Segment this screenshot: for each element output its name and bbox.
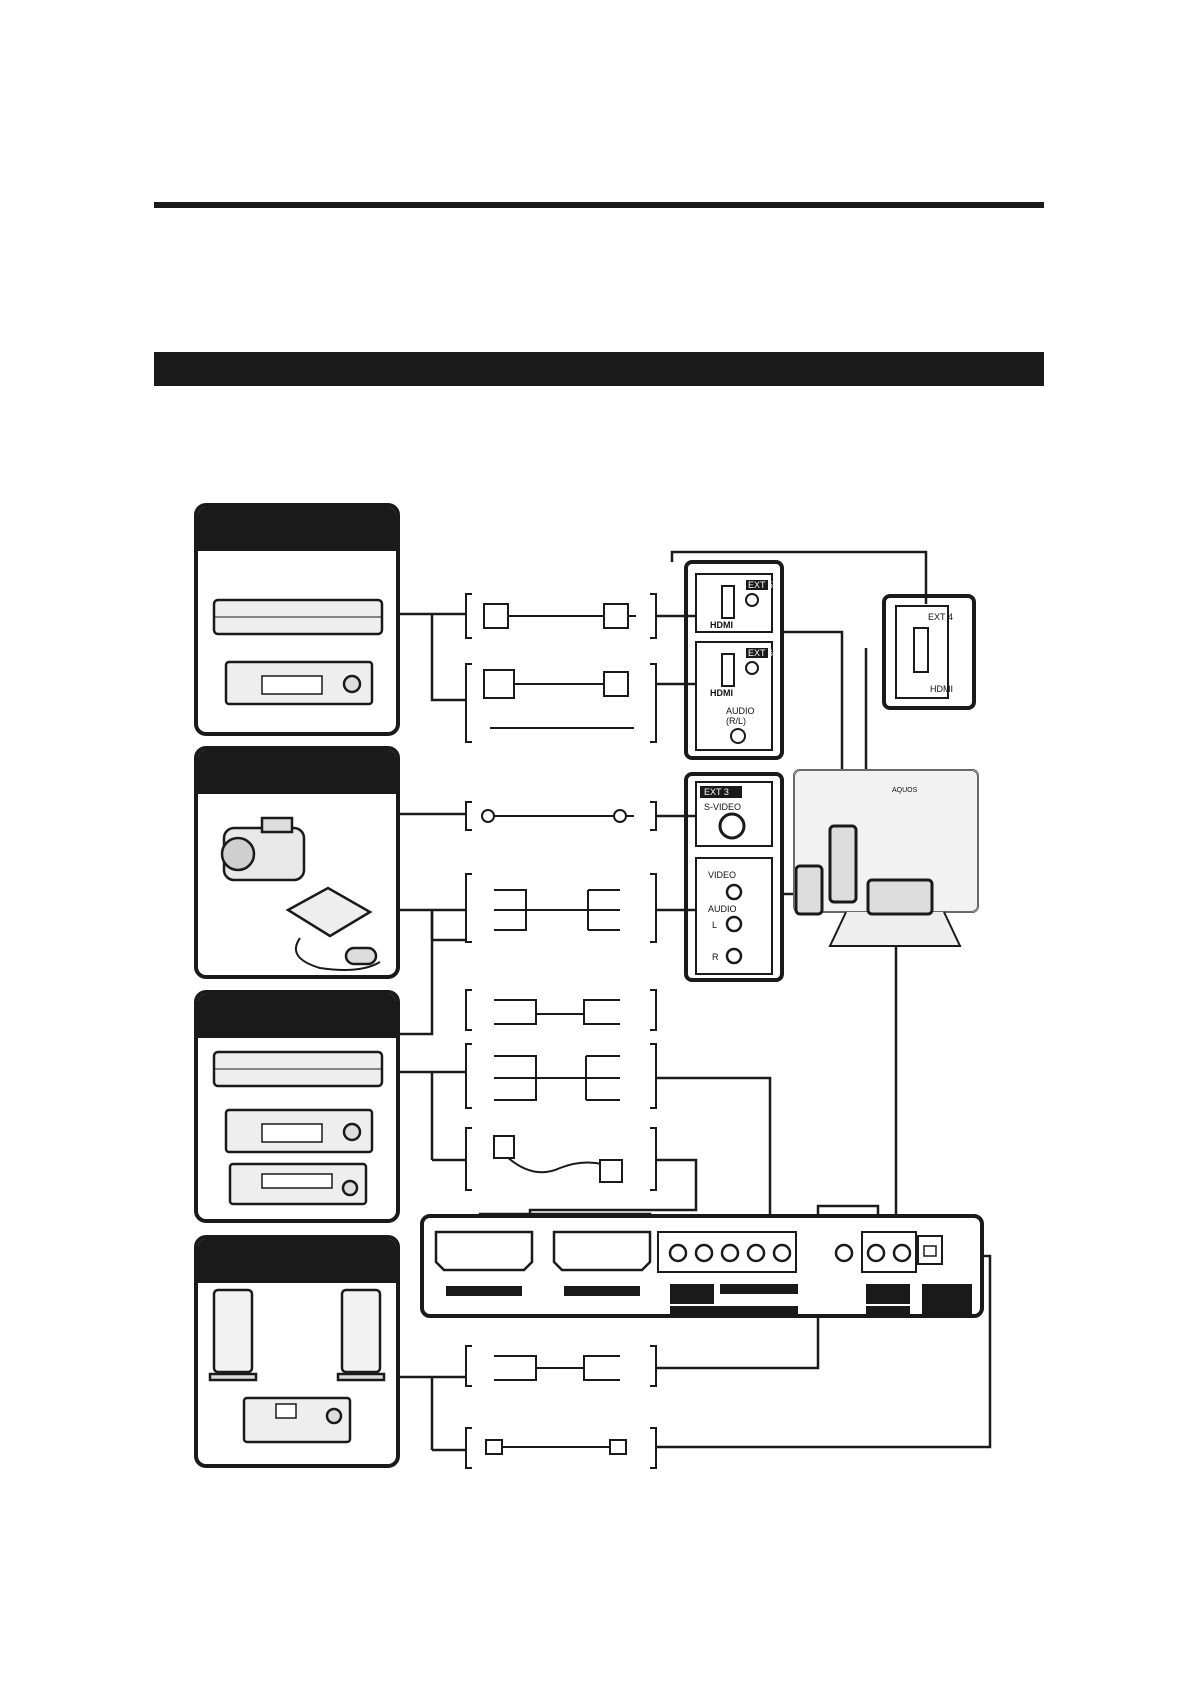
section-heading-band: [154, 352, 1044, 386]
video-label: VIDEO: [708, 870, 737, 880]
hdmi-ext4-logo: HDMI: [930, 684, 953, 694]
av-devices-box: [194, 990, 400, 1223]
vcr-icon: [228, 1162, 368, 1206]
dvd-recorder-2-icon: [212, 1050, 384, 1088]
hdmi-logo-1: HDMI: [710, 620, 733, 630]
audio-r-label: R: [712, 952, 719, 962]
dvd-player-icon: [224, 1108, 374, 1154]
ext3-label: EXT 3: [704, 787, 729, 797]
audio-rl-sublabel: (R/L): [726, 716, 746, 726]
ext4-label: EXT 4: [928, 612, 953, 622]
header-rule: [154, 202, 1044, 208]
game-console-icon: [285, 886, 381, 971]
ext6-label: EXT 6: [748, 648, 773, 658]
tv-rear-icon: [793, 769, 979, 947]
tv-brand-label: AQUOS: [892, 787, 918, 794]
audio-label: AUDIO: [708, 904, 737, 914]
amplifier-icon: [242, 1396, 352, 1444]
audio-rl-label: AUDIO: [726, 706, 755, 716]
camcorder-icon: [220, 816, 306, 882]
dvd-recorder-icon: [212, 598, 384, 636]
audio-l-label: L: [712, 920, 718, 930]
ext5-label: EXT 5: [748, 580, 773, 590]
av-receiver-icon: [224, 660, 374, 706]
svideo-label: S-VIDEO: [704, 802, 742, 812]
speaker-right-icon: [336, 1288, 386, 1382]
speaker-left-icon: [208, 1288, 258, 1382]
hdmi-logo-2: HDMI: [710, 688, 733, 698]
